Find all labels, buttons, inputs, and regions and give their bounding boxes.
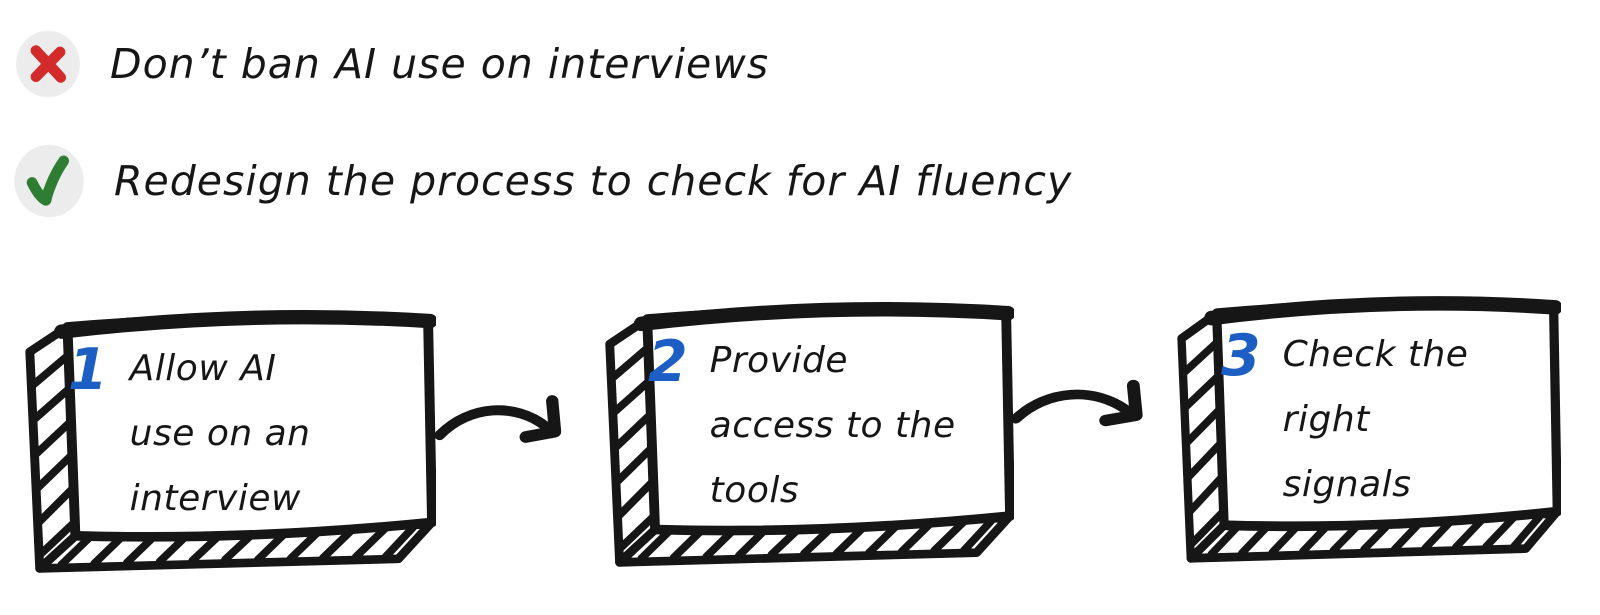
curved-arrow-icon [1008, 368, 1156, 438]
do-label: Redesign the process to check for AI flu… [114, 157, 1073, 205]
step-3-content: 3 Check the right signals [1221, 326, 1468, 517]
step-number: 2 [648, 329, 688, 395]
dont-row: Don’t ban AI use on interviews [14, 30, 769, 98]
step-box-2: 2 Provide access to the tools [590, 292, 1014, 572]
step-box-3: 3 Check the right signals [1163, 286, 1561, 568]
step-text-line: use on an [129, 413, 311, 454]
step-text-line: Check the [1282, 334, 1469, 375]
step-text-line: access to the [709, 405, 956, 446]
curved-arrow-icon [432, 383, 574, 455]
step-2-content: 2 Provide access to the tools [648, 332, 956, 523]
step-number: 3 [1221, 323, 1261, 389]
red-x-icon [14, 30, 82, 98]
step-number: 1 [68, 337, 108, 403]
green-check-icon [12, 143, 86, 219]
step-text-line: Provide [709, 340, 849, 381]
step-box-1: 1 Allow AI use on an interview [10, 300, 436, 578]
do-row: Redesign the process to check for AI flu… [12, 143, 1072, 219]
step-text: Provide access to the tools [710, 328, 956, 523]
step-text: Allow AI use on an interview [130, 336, 311, 531]
step-text-line: signals [1282, 464, 1412, 505]
step-text-line: Allow AI [129, 348, 277, 389]
step-text: Check the right signals [1283, 322, 1469, 517]
step-text-line: interview [129, 478, 301, 519]
step-text-line: right [1282, 399, 1370, 440]
step-1-content: 1 Allow AI use on an interview [68, 340, 311, 531]
dont-label: Don’t ban AI use on interviews [110, 40, 770, 88]
step-text-line: tools [709, 470, 800, 511]
